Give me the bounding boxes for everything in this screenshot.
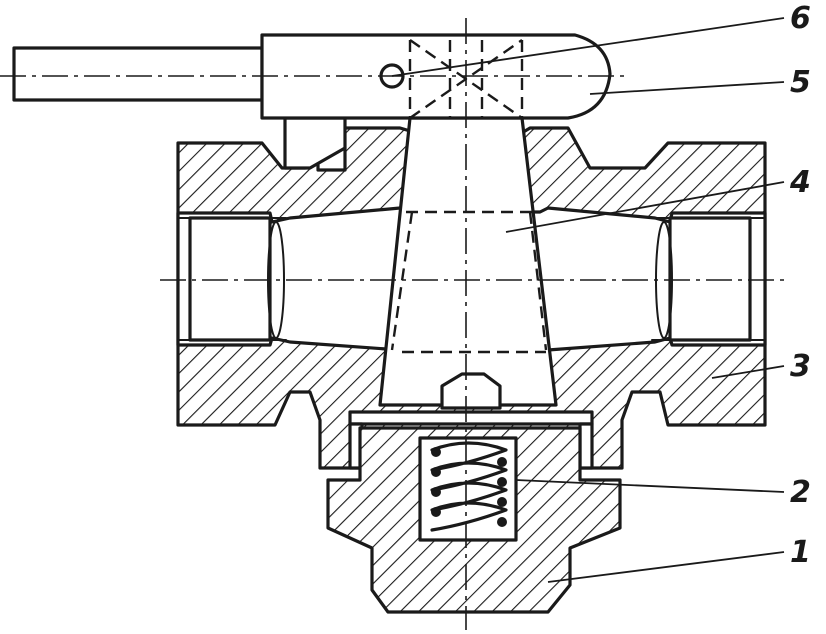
center-lines — [0, 18, 790, 630]
leader-4 — [505, 181, 785, 233]
callout-2: 2 — [790, 475, 811, 510]
leader-5 — [589, 81, 785, 95]
leader-2 — [515, 479, 785, 493]
tapered-plug — [378, 116, 558, 410]
leader-lines — [391, 17, 785, 583]
callout-1: 1 — [790, 535, 811, 570]
callout-6: 6 — [790, 1, 811, 36]
leader-1 — [547, 551, 785, 583]
handle-rod — [12, 46, 264, 102]
callout-5: 5 — [790, 65, 811, 100]
spring — [430, 441, 508, 532]
leader-3 — [711, 365, 785, 379]
callout-3: 3 — [790, 349, 811, 384]
outlet-thread — [668, 216, 752, 342]
callout-4: 4 — [789, 165, 811, 200]
plug-nut — [440, 372, 502, 410]
leader-6 — [391, 17, 785, 77]
inlet-thread — [188, 216, 272, 342]
